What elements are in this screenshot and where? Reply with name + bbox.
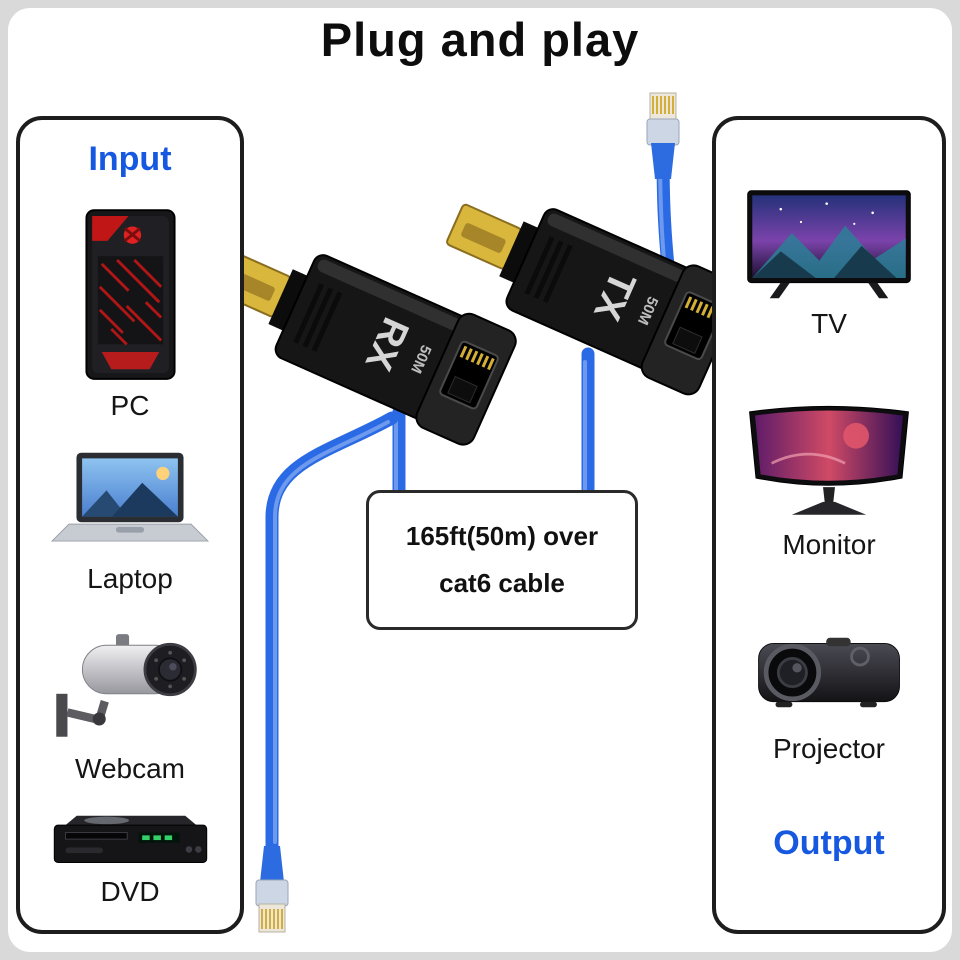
tv-icon <box>744 187 914 302</box>
output-device-monitor: Monitor <box>744 399 914 561</box>
cable-length-note: 165ft(50m) over cat6 cable <box>366 490 638 630</box>
input-panel-label: Input <box>88 140 172 178</box>
device-label-laptop: Laptop <box>87 562 173 594</box>
webcam-icon <box>50 621 210 747</box>
device-label-pc: PC <box>110 389 150 421</box>
device-label-tv: TV <box>811 307 847 339</box>
output-device-tv: TV <box>744 187 914 340</box>
tx-extender-device: TX 50M <box>446 203 742 396</box>
rx-extender-device: RX 50M <box>215 251 517 446</box>
output-device-projector: Projector <box>747 619 912 765</box>
input-device-webcam: Webcam <box>50 621 210 785</box>
projector-icon <box>747 619 912 727</box>
device-label-webcam: Webcam <box>75 753 185 785</box>
device-label-dvd: DVD <box>100 876 160 907</box>
device-label-monitor: Monitor <box>782 528 876 560</box>
input-device-pc: PC <box>73 206 188 422</box>
input-panel: Input <box>16 116 244 934</box>
dvd-player-icon <box>48 812 213 870</box>
device-label-projector: Projector <box>772 733 886 765</box>
rj45-connector-bottom-icon <box>255 846 289 933</box>
rj45-connector-top-icon <box>646 92 680 179</box>
monitor-icon <box>744 399 914 523</box>
note-line-2: cat6 cable <box>439 568 565 598</box>
page-title: Plug and play <box>320 13 640 66</box>
output-panel: TV Monitor <box>712 116 946 934</box>
cable-long <box>265 411 399 855</box>
pc-icon <box>73 206 188 384</box>
note-line-1: 165ft(50m) over <box>405 521 599 551</box>
output-panel-label: Output <box>773 824 885 863</box>
input-device-dvd: DVD <box>48 812 213 908</box>
input-device-laptop: Laptop <box>50 449 210 595</box>
laptop-icon <box>50 449 210 557</box>
